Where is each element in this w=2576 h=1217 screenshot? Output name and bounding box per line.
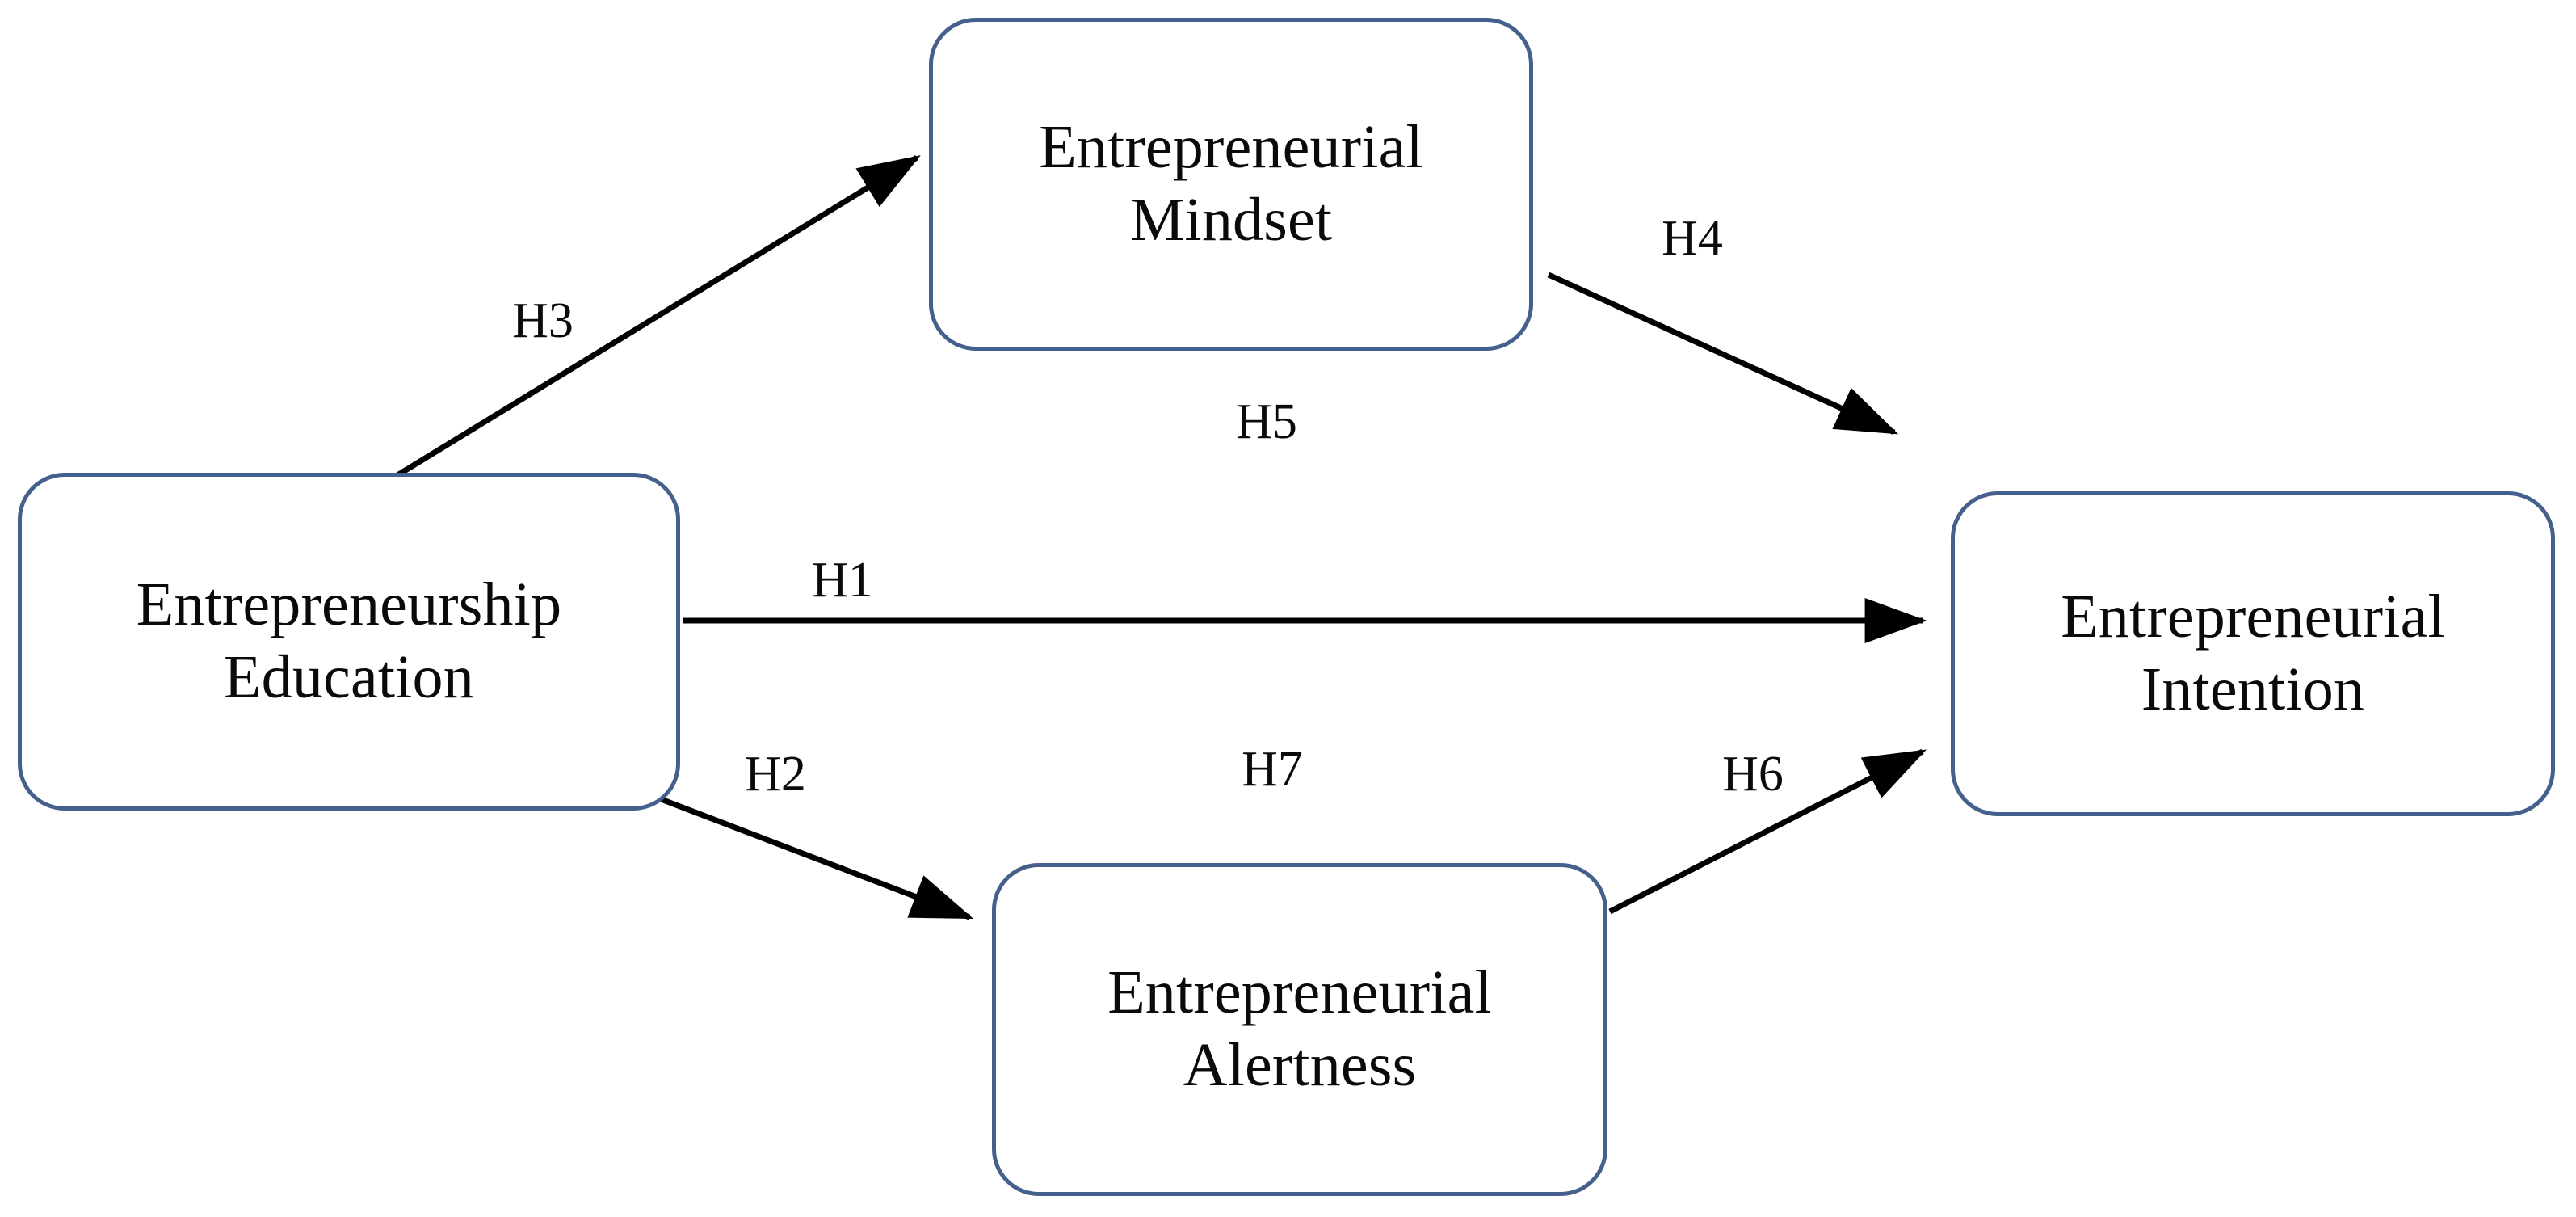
arrow-h2: [645, 790, 974, 920]
node-label-entrepreneurial-mindset: Entrepreneurial Mindset: [1039, 113, 1423, 254]
node-entrepreneurial-intention[interactable]: Entrepreneurial Intention: [1951, 491, 2555, 816]
edge-label-h1: H1: [812, 553, 873, 608]
edge-label-h7: H7: [1242, 742, 1303, 797]
arrow-h3: [396, 155, 921, 478]
edge-label-h3: H3: [512, 293, 574, 348]
node-label-entrepreneurship-education: Entrepreneurship Education: [136, 571, 562, 711]
node-entrepreneurial-alertness[interactable]: Entrepreneurial Alertness: [992, 863, 1607, 1196]
edge-label-h5: H5: [1236, 394, 1297, 449]
node-entrepreneurship-education[interactable]: Entrepreneurship Education: [18, 473, 680, 811]
arrow-h6: [1608, 748, 1927, 915]
node-label-entrepreneurial-intention: Entrepreneurial Intention: [2061, 583, 2445, 723]
node-label-entrepreneurial-alertness: Entrepreneurial Alertness: [1107, 958, 1492, 1099]
node-entrepreneurial-mindset[interactable]: Entrepreneurial Mindset: [929, 18, 1533, 351]
edge-label-h4: H4: [1662, 211, 1723, 266]
arrow-h4: [1547, 272, 1899, 436]
edge-label-h6: H6: [1722, 747, 1784, 802]
edge-label-h2: H2: [745, 747, 806, 802]
